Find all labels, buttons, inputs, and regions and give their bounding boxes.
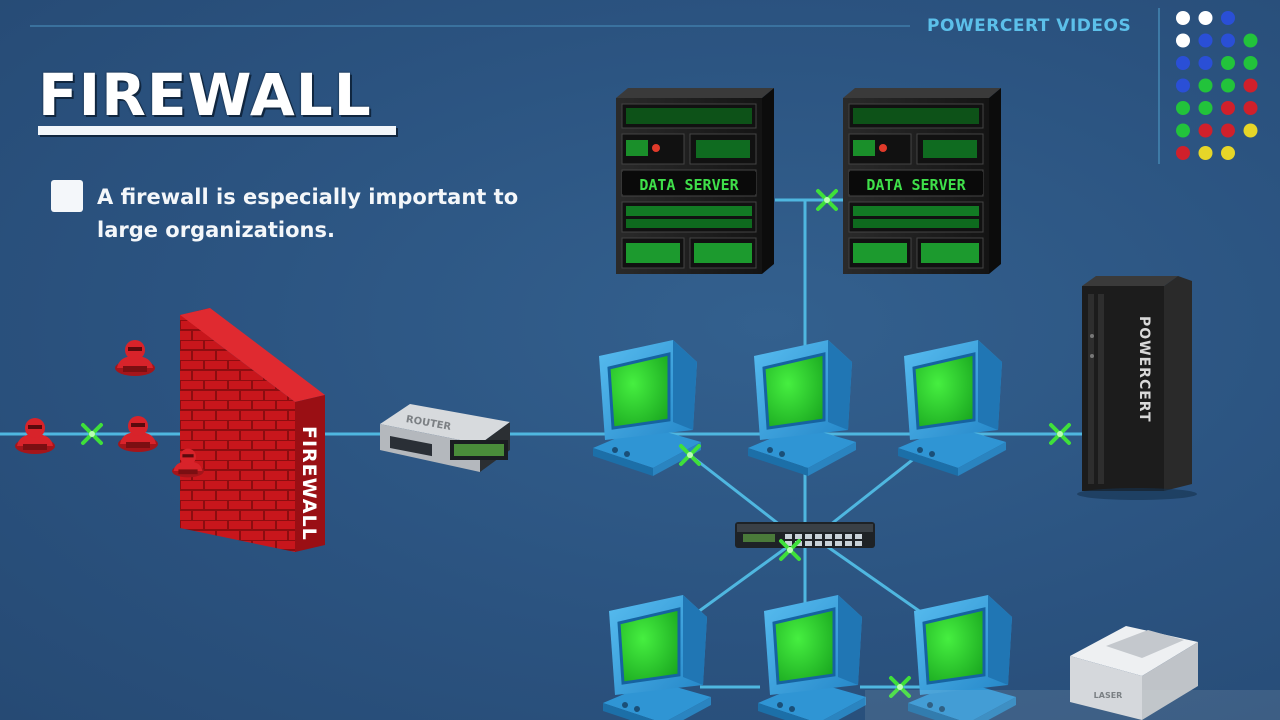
- brand-dot: [1176, 101, 1190, 115]
- brand-dot: [1243, 78, 1258, 93]
- brand-dot: [1243, 101, 1258, 115]
- title-block: FIREWALL: [38, 61, 398, 135]
- title-underline: [38, 126, 396, 135]
- brand-dot: [1176, 146, 1190, 160]
- brand-dot: [1198, 56, 1213, 70]
- workstation-1: [591, 338, 703, 478]
- brand-dot: [1221, 11, 1235, 25]
- brand-dot: [1176, 11, 1190, 25]
- workstation-3: [896, 338, 1008, 478]
- brand-dot: [1176, 123, 1190, 138]
- watermark-strip: [865, 690, 1280, 720]
- bullet-text: A firewall is especially important to la…: [97, 185, 519, 242]
- brand-label: POWERCERT VIDEOS: [927, 16, 1132, 36]
- brand-dot: [1221, 146, 1235, 160]
- brand-dot: [1198, 146, 1213, 160]
- data-server-left: DATA SERVER: [615, 87, 775, 275]
- server-label: DATA SERVER: [866, 176, 966, 194]
- firewall-label: FIREWALL: [298, 426, 320, 541]
- data-server-right: DATA SERVER: [842, 87, 1002, 275]
- link-switch-pc6: [824, 543, 926, 617]
- brand-dot-grid: [1176, 11, 1258, 160]
- brand-dot: [1243, 56, 1258, 70]
- brand-dot: [1221, 78, 1235, 93]
- router-device: ROUTER: [380, 404, 510, 472]
- brand-dot: [1176, 56, 1190, 70]
- firewall-wall: FIREWALL: [180, 308, 325, 552]
- brand-dot: [1198, 11, 1213, 25]
- tower-label: POWERCERT: [1136, 316, 1152, 423]
- brand-dot: [1198, 101, 1213, 115]
- hacker-icon: [15, 418, 55, 454]
- workstation-2: [746, 338, 858, 478]
- brand-dot: [1176, 33, 1190, 48]
- workstation-4: [601, 593, 713, 720]
- brand-dot: [1221, 101, 1235, 115]
- laser-printer: LASER: [1070, 626, 1198, 720]
- hackers: [15, 340, 204, 478]
- network-switch: [735, 522, 875, 548]
- brand-dot: [1176, 78, 1190, 93]
- bullet-checkbox: [51, 180, 83, 212]
- brand-dot: [1243, 33, 1258, 48]
- server-label: DATA SERVER: [639, 176, 739, 194]
- link-pc3-switch: [829, 448, 926, 527]
- brand-dot: [1221, 33, 1235, 48]
- brand-dot: [1198, 78, 1213, 93]
- link-pc1-switch: [689, 453, 781, 527]
- brand-dot: [1198, 33, 1213, 48]
- tower-server: POWERCERT: [1077, 276, 1197, 500]
- workstation-5: [756, 593, 868, 720]
- brand-dot: [1221, 56, 1235, 70]
- page-title: FIREWALL: [38, 61, 372, 129]
- brand-dot: [1198, 123, 1213, 138]
- brand-dot: [1221, 123, 1235, 138]
- printer-label: LASER: [1094, 691, 1123, 700]
- header-rule: [30, 25, 910, 27]
- header-divider: [1158, 8, 1160, 164]
- brand-dot: [1243, 123, 1258, 138]
- hacker-icon: [115, 340, 155, 376]
